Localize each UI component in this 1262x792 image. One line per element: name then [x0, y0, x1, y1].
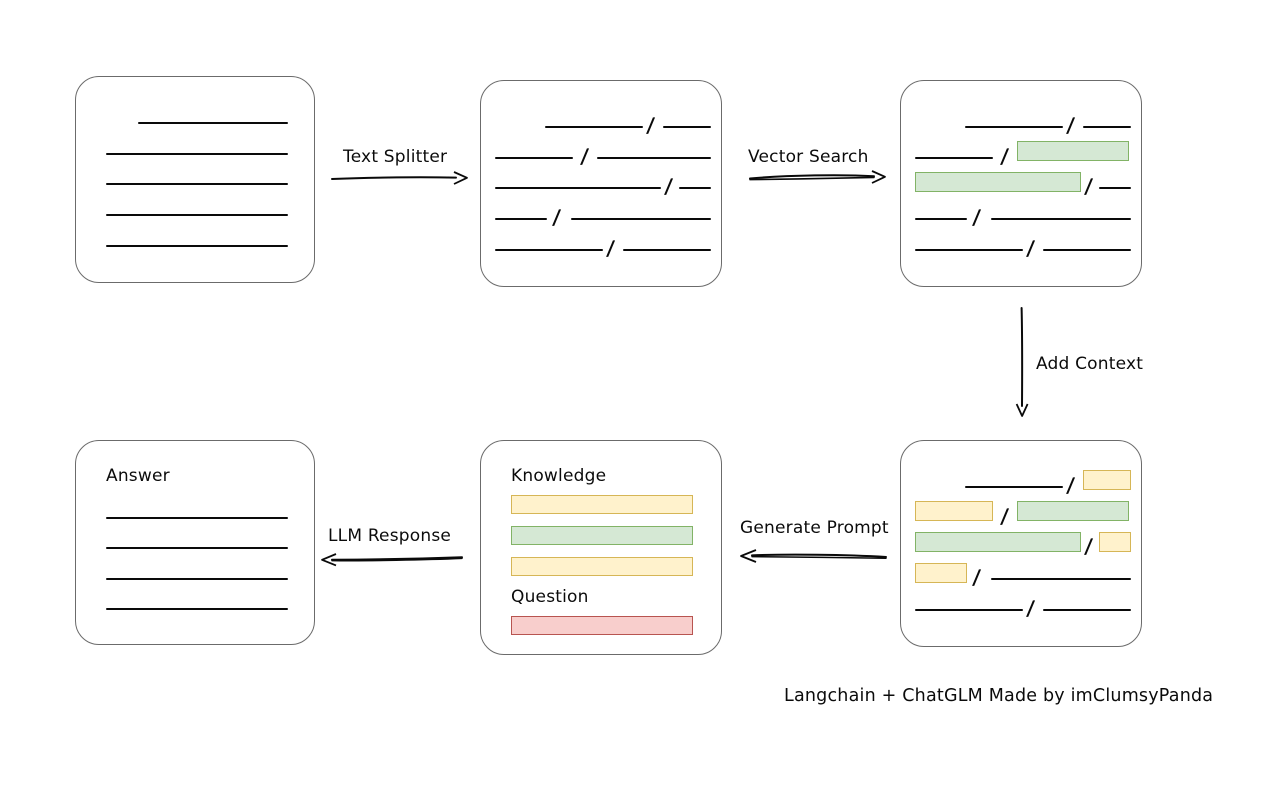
- text-line: [597, 157, 711, 159]
- knowledge-chip[interactable]: [511, 526, 693, 545]
- prompt-chunk-chip[interactable]: [915, 501, 993, 521]
- slash-glyph: /: [579, 144, 590, 168]
- text-line: [106, 578, 288, 580]
- text-line: [915, 249, 1023, 251]
- footer-credit: Langchain + ChatGLM Made by imClumsyPand…: [784, 686, 1214, 706]
- text-line: [545, 126, 643, 128]
- retrieved-chunk-chip[interactable]: [1017, 501, 1129, 521]
- text-line: [106, 608, 288, 610]
- text-line: [1043, 609, 1131, 611]
- text-line: [915, 609, 1023, 611]
- text-line: [138, 122, 288, 124]
- slash-glyph: /: [1065, 113, 1076, 137]
- question-chip[interactable]: [511, 616, 693, 635]
- split-chunks-box[interactable]: / / / / /: [480, 80, 722, 287]
- text-line: [965, 486, 1063, 488]
- source-document-box[interactable]: [75, 76, 315, 283]
- vector-matched-box[interactable]: / / / / /: [900, 80, 1142, 287]
- knowledge-chip[interactable]: [511, 495, 693, 514]
- text-line: [106, 214, 288, 216]
- text-line: [915, 218, 967, 220]
- retrieved-chunk-chip[interactable]: [915, 172, 1081, 192]
- arrow-label-generate-prompt: Generate Prompt: [740, 518, 889, 538]
- text-line: [106, 245, 288, 247]
- vector-search-arrow: [749, 170, 886, 184]
- text-line: [915, 157, 993, 159]
- text-line: [991, 578, 1131, 580]
- generate-prompt-arrow: [740, 549, 887, 563]
- text-line: [495, 157, 573, 159]
- slash-glyph: /: [999, 504, 1010, 528]
- slash-glyph: /: [1083, 534, 1094, 558]
- answer-box[interactable]: Answer: [75, 440, 315, 645]
- knowledge-chip[interactable]: [511, 557, 693, 576]
- prompt-chunk-chip[interactable]: [1099, 532, 1131, 552]
- arrow-label-add-context: Add Context: [1036, 354, 1144, 374]
- slash-glyph: /: [645, 113, 656, 137]
- prompt-chunk-chip[interactable]: [1083, 470, 1131, 490]
- text-line: [495, 218, 547, 220]
- add-context-arrow: [1015, 307, 1029, 417]
- slash-glyph: /: [663, 174, 674, 198]
- prompt-box[interactable]: Knowledge Question: [480, 440, 722, 655]
- slash-glyph: /: [999, 144, 1010, 168]
- slash-glyph: /: [1025, 596, 1036, 620]
- slash-glyph: /: [1065, 473, 1076, 497]
- text-line: [106, 547, 288, 549]
- slash-glyph: /: [605, 236, 616, 260]
- text-line: [679, 187, 711, 189]
- llm-response-arrow: [321, 553, 463, 567]
- text-line: [106, 517, 288, 519]
- retrieved-chunk-chip[interactable]: [1017, 141, 1129, 161]
- slash-glyph: /: [1025, 236, 1036, 260]
- arrow-label-llm-response: LLM Response: [328, 526, 452, 546]
- retrieved-chunk-chip[interactable]: [915, 532, 1081, 552]
- text-line: [663, 126, 711, 128]
- text-splitter-arrow: [331, 171, 468, 185]
- slash-glyph: /: [971, 205, 982, 229]
- text-line: [1099, 187, 1131, 189]
- text-line: [495, 187, 661, 189]
- prompt-chunk-chip[interactable]: [915, 563, 967, 583]
- text-line: [1083, 126, 1131, 128]
- text-line: [495, 249, 603, 251]
- context-added-box[interactable]: / / / / /: [900, 440, 1142, 647]
- text-line: [991, 218, 1131, 220]
- text-line: [623, 249, 711, 251]
- slash-glyph: /: [971, 565, 982, 589]
- text-line: [106, 183, 288, 185]
- arrow-label-vector-search: Vector Search: [748, 147, 869, 167]
- text-line: [1043, 249, 1131, 251]
- slash-glyph: /: [1083, 174, 1094, 198]
- knowledge-heading: Knowledge: [511, 466, 607, 486]
- text-line: [571, 218, 711, 220]
- text-line: [965, 126, 1063, 128]
- answer-heading: Answer: [106, 466, 170, 486]
- arrow-label-text-splitter: Text Splitter: [343, 147, 448, 167]
- question-heading: Question: [511, 587, 589, 607]
- text-line: [106, 153, 288, 155]
- slash-glyph: /: [551, 205, 562, 229]
